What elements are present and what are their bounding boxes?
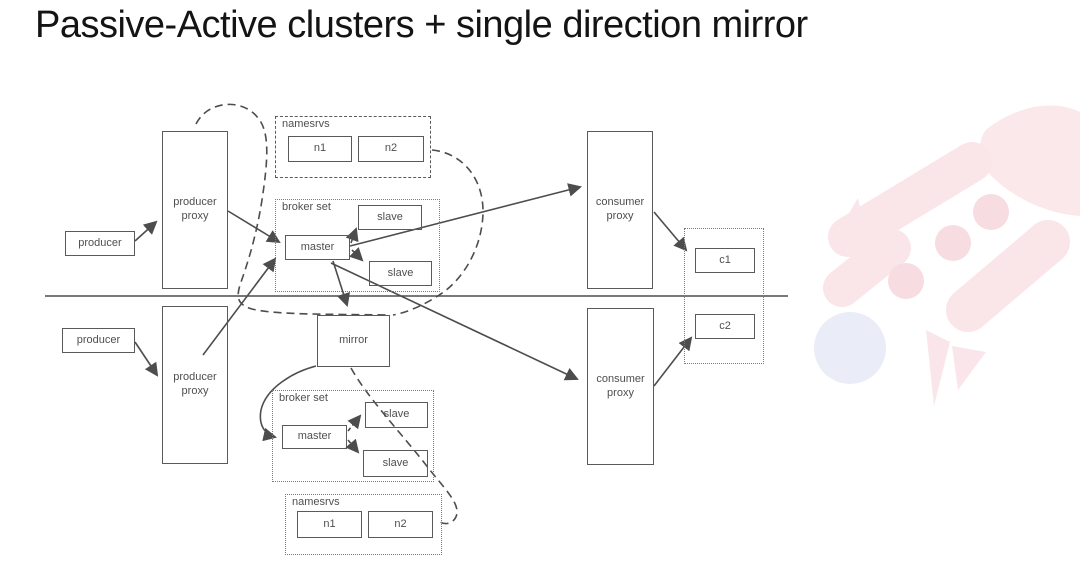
top-master-node: master <box>285 235 350 260</box>
dashed-curve-mirror-to-bottom-namesrvs <box>350 367 458 525</box>
consumer-c2-node: c2 <box>695 314 755 339</box>
arrow-mirror-to-bottom-master <box>259 365 317 442</box>
top-broker-set-group: broker set <box>275 199 440 292</box>
top-slave-a-node: slave <box>358 205 422 230</box>
rocket-porthole-dot <box>935 225 971 261</box>
consumer-c1-node: c1 <box>695 248 755 273</box>
arrow-bottom-producer-to-proxy <box>134 341 159 377</box>
arrow-top-master-to-bottom-consumer-proxy <box>330 262 579 381</box>
top-consumer-proxy-node: consumer proxy <box>587 131 653 289</box>
top-producer-proxy-node: producer proxy <box>162 131 228 289</box>
arrow-top-proxy-to-master <box>227 210 281 244</box>
consumer-group <box>684 228 764 364</box>
arrow-top-master-to-mirror <box>332 260 350 307</box>
arrow-top-master-to-slave-a <box>345 227 359 244</box>
arrow-top-producer-to-proxy <box>134 220 158 242</box>
bottom-consumer-proxy-node: consumer proxy <box>587 308 654 465</box>
bottom-slave-b-node: slave <box>363 450 428 477</box>
dashed-curve-producer-proxy-to-mirror <box>195 103 389 316</box>
bottom-namesrvs-label: namesrvs <box>292 496 340 508</box>
bottom-namesrv-n2-node: n2 <box>368 511 433 538</box>
top-slave-b-node: slave <box>369 261 432 286</box>
arrow-bottom-master-to-slave-a <box>347 414 362 432</box>
slide-title: Passive-Active clusters + single directi… <box>35 4 808 46</box>
rocket-blue-circle <box>814 312 886 384</box>
bottom-namesrv-n1-node: n1 <box>297 511 362 538</box>
arrow-bottom-proxy-to-top-master <box>202 257 277 356</box>
top-namesrvs-label: namesrvs <box>282 118 330 130</box>
top-namesrv-n2-node: n2 <box>358 136 424 162</box>
rocketmq-logo-watermark <box>814 105 1080 406</box>
dashed-curve-namesrvs-to-mirror <box>392 149 484 316</box>
top-broker-set-label: broker set <box>282 201 331 213</box>
rocket-porthole-dot <box>973 194 1009 230</box>
bottom-slave-a-node: slave <box>365 402 428 428</box>
bottom-broker-set-label: broker set <box>279 392 328 404</box>
bottom-producer-proxy-node: producer proxy <box>162 306 228 464</box>
bottom-producer-node: producer <box>62 328 135 353</box>
arrow-bottom-master-to-slave-b <box>345 438 360 454</box>
arrow-top-master-to-consumer-proxy <box>349 183 582 247</box>
rocket-porthole-dot <box>888 263 924 299</box>
top-producer-node: producer <box>65 231 135 256</box>
top-namesrvs-group: namesrvs <box>275 116 431 178</box>
arrow-top-master-to-slave-b <box>349 247 364 262</box>
bottom-master-node: master <box>282 425 347 449</box>
top-namesrv-n1-node: n1 <box>288 136 352 162</box>
arrow-top-consumer-proxy-to-c1 <box>653 211 688 252</box>
mirror-node: mirror <box>317 315 390 367</box>
bottom-broker-set-group: broker set <box>272 390 434 482</box>
bottom-namesrvs-group: namesrvs <box>285 494 442 555</box>
